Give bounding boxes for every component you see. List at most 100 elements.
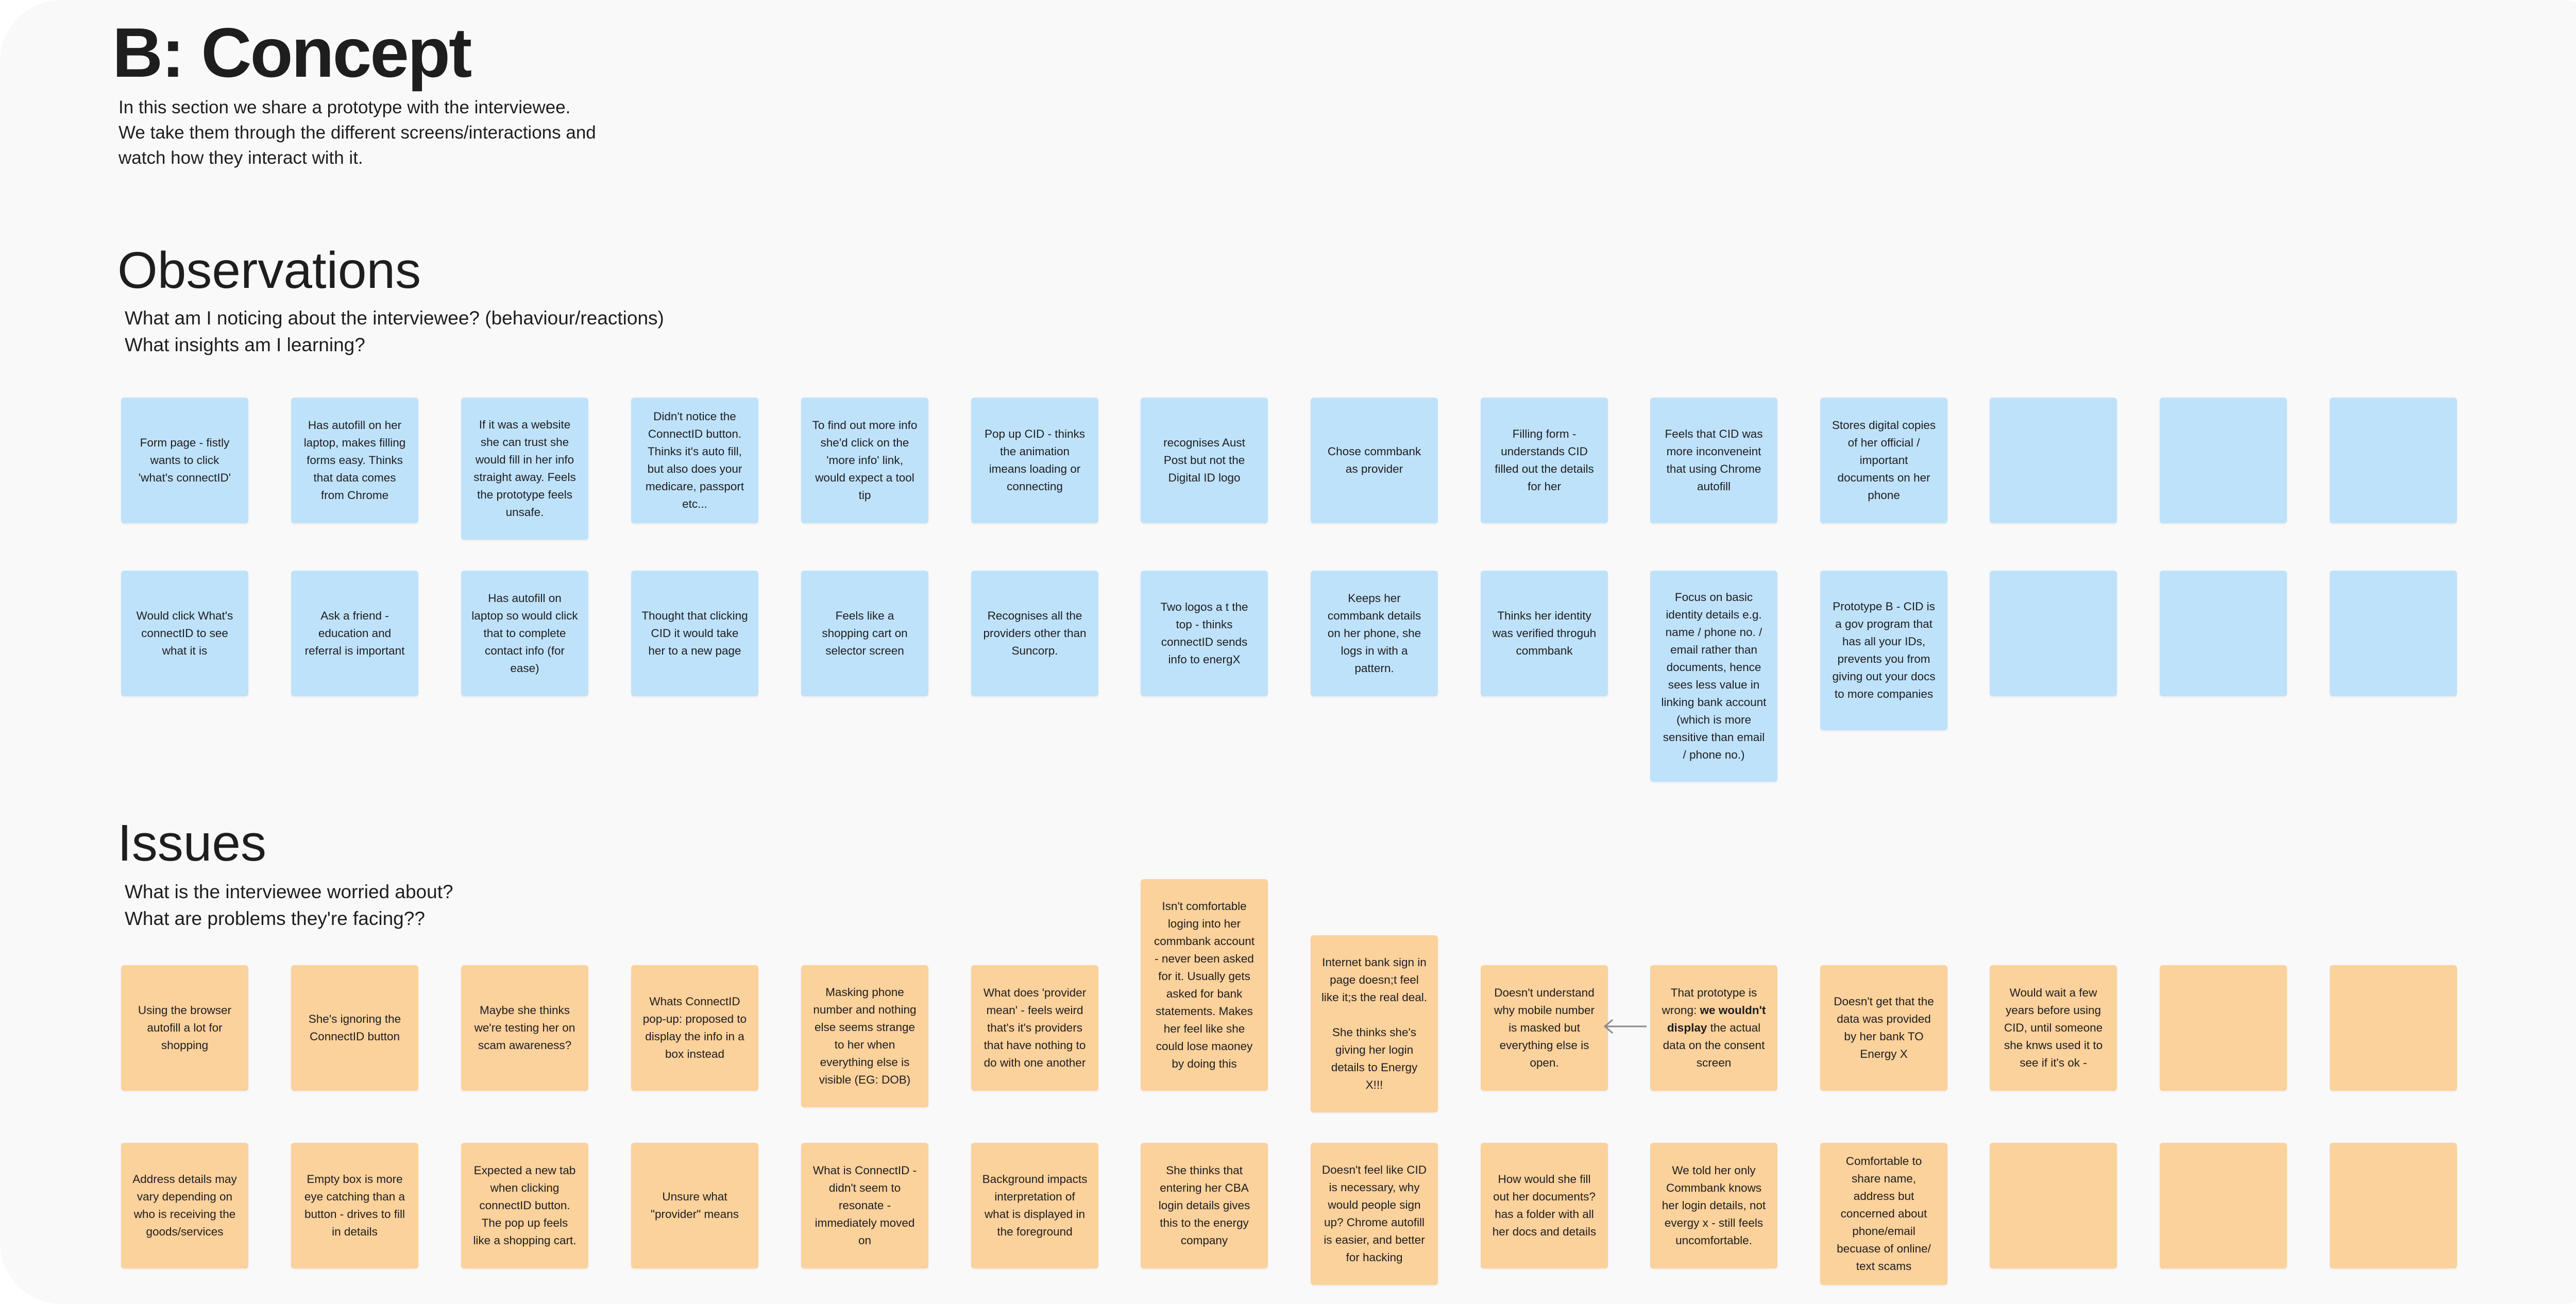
issue-sticky-note[interactable]: Whats ConnectID pop-up: proposed to disp… — [631, 965, 758, 1091]
sticky-note-text: Would wait a few years before using CID,… — [2004, 986, 2103, 1069]
issue-sticky-note[interactable]: Internet bank sign in page doesn;t feel … — [1311, 935, 1438, 1112]
sticky-note-text: Feels that CID was more inconveneint tha… — [1665, 427, 1763, 493]
sticky-note-text: Chose commbank as provider — [1327, 445, 1421, 475]
intro-line: In this section we share a prototype wit… — [118, 97, 571, 117]
sticky-note-text: Feels like a shopping cart on selector s… — [822, 609, 908, 657]
sticky-note-text: That prototype is wrong: we wouldn't dis… — [1662, 986, 1766, 1069]
observations-prompt: What am I noticing about the interviewee… — [125, 307, 664, 329]
observation-sticky-note[interactable]: Thought that clicking CID it would take … — [631, 571, 758, 696]
page-title: B: Concept — [112, 13, 472, 92]
sticky-note-text: We told her only Commbank knows her logi… — [1662, 1164, 1766, 1247]
sticky-note-text: Whats ConnectID pop-up: proposed to disp… — [642, 995, 747, 1060]
intro-line: watch how they interact with it. — [118, 148, 363, 168]
issue-sticky-note[interactable]: Expected a new tab when clicking connect… — [461, 1143, 588, 1268]
sticky-note-text: Masking phone number and nothing else se… — [813, 986, 917, 1086]
issue-sticky-note[interactable]: Masking phone number and nothing else se… — [801, 965, 928, 1107]
observation-sticky-note[interactable] — [2330, 571, 2457, 696]
issue-sticky-note[interactable]: Empty box is more eye catching than a bu… — [291, 1143, 418, 1268]
issue-sticky-note[interactable]: Would wait a few years before using CID,… — [1990, 965, 2117, 1091]
observations-prompts: What am I noticing about the interviewee… — [125, 305, 664, 358]
observation-sticky-note[interactable]: Prototype B - CID is a gov program that … — [1820, 571, 1947, 730]
observation-sticky-note[interactable] — [2160, 398, 2287, 523]
issue-sticky-note[interactable] — [1990, 1143, 2117, 1268]
sticky-note-text: Background impacts interpretation of wha… — [982, 1173, 1088, 1238]
intro-text: In this section we share a prototype wit… — [118, 95, 596, 170]
issue-sticky-note[interactable]: Unsure what "provider" means — [631, 1143, 758, 1268]
sticky-note-text: Address details may vary depending on wh… — [132, 1173, 237, 1238]
sticky-note-text: Filling form - understands CID filled ou… — [1495, 427, 1594, 493]
issue-sticky-note[interactable]: Address details may vary depending on wh… — [121, 1143, 248, 1268]
issue-sticky-note[interactable]: What does 'provider mean' - feels weird … — [971, 965, 1098, 1091]
observation-sticky-note[interactable]: Has autofill on laptop so would click th… — [461, 571, 588, 696]
issue-sticky-note[interactable]: Background impacts interpretation of wha… — [971, 1143, 1098, 1268]
observation-sticky-note[interactable]: To find out more info she'd click on the… — [801, 398, 928, 523]
observation-sticky-note[interactable]: recognises Aust Post but not the Digital… — [1141, 398, 1268, 523]
observation-sticky-note[interactable]: Recognises all the providers other than … — [971, 571, 1098, 696]
issue-sticky-note[interactable]: Comfortable to share name, address but c… — [1820, 1143, 1947, 1285]
issue-sticky-note[interactable]: Using the browser autofill a lot for sho… — [121, 965, 248, 1091]
sticky-note-text: Has autofill on her laptop, makes fillin… — [303, 419, 406, 502]
issue-sticky-note[interactable]: Isn't comfortable loging into her commba… — [1141, 879, 1268, 1091]
sticky-note-text: Has autofill on laptop so would click th… — [471, 592, 578, 675]
sticky-note-text: What does 'provider mean' - feels weird … — [983, 986, 1087, 1069]
observation-sticky-note[interactable]: Has autofill on her laptop, makes fillin… — [291, 398, 418, 523]
issue-sticky-note[interactable]: What is ConnectID - didn't seem to reson… — [801, 1143, 928, 1268]
sticky-note-text: recognises Aust Post but not the Digital… — [1163, 436, 1245, 484]
issue-sticky-note[interactable]: That prototype is wrong: we wouldn't dis… — [1650, 965, 1777, 1091]
observation-sticky-note[interactable] — [2330, 398, 2457, 523]
issue-sticky-note[interactable] — [2160, 1143, 2287, 1268]
observation-sticky-note[interactable]: Ask a friend - education and referral is… — [291, 571, 418, 696]
issue-sticky-note[interactable]: How would she fill out her documents? ha… — [1481, 1143, 1608, 1268]
observation-sticky-note[interactable]: Pop up CID - thinks the animation imeans… — [971, 398, 1098, 523]
issue-sticky-note[interactable]: She thinks that entering her CBA login d… — [1141, 1143, 1268, 1268]
issue-sticky-note[interactable] — [2160, 965, 2287, 1091]
observation-sticky-note[interactable]: Feels like a shopping cart on selector s… — [801, 571, 928, 696]
observation-sticky-note[interactable]: Would click What's connectID to see what… — [121, 571, 248, 696]
observation-sticky-note[interactable]: Form page - fistly wants to click 'what'… — [121, 398, 248, 523]
sticky-note-text: Maybe she thinks we're testing her on sc… — [474, 1004, 575, 1052]
issue-sticky-note[interactable]: She's ignoring the ConnectID button — [291, 965, 418, 1091]
sticky-note-text: Pop up CID - thinks the animation imeans… — [984, 427, 1086, 493]
sticky-note-text: What is ConnectID - didn't seem to reson… — [812, 1164, 917, 1247]
sticky-note-text: Ask a friend - education and referral is… — [304, 609, 405, 657]
sticky-note-text: Doesn't understand why mobile number is … — [1494, 986, 1595, 1069]
observation-sticky-note[interactable]: Feels that CID was more inconveneint tha… — [1650, 398, 1777, 523]
sticky-note-text: Two logos a t the top - thinks connectID… — [1160, 600, 1248, 666]
issues-prompts: What is the interviewee worried about? W… — [125, 879, 453, 932]
sticky-note-text: Would click What's connectID to see what… — [136, 609, 233, 657]
issue-sticky-note[interactable]: We told her only Commbank knows her logi… — [1650, 1143, 1777, 1268]
observation-sticky-note[interactable]: Keeps her commbank details on her phone,… — [1311, 571, 1438, 696]
issue-sticky-note[interactable]: Maybe she thinks we're testing her on sc… — [461, 965, 588, 1091]
sticky-note-text: Form page - fistly wants to click 'what'… — [138, 436, 231, 484]
observation-sticky-note[interactable] — [1990, 398, 2117, 523]
sticky-note-text: Doesn't get that the data was provided b… — [1834, 995, 1934, 1060]
issue-sticky-note[interactable]: Doesn't feel like CID is necessary, why … — [1311, 1143, 1438, 1285]
sticky-note-text: Using the browser autofill a lot for sho… — [138, 1004, 232, 1052]
sticky-note-text: Focus on basic identity details e.g. nam… — [1661, 591, 1767, 761]
sticky-note-text: Expected a new tab when clicking connect… — [473, 1164, 577, 1247]
issue-sticky-note[interactable] — [2330, 1143, 2457, 1268]
observation-sticky-note[interactable]: Filling form - understands CID filled ou… — [1481, 398, 1608, 523]
observation-sticky-note[interactable]: Stores digital copies of her official / … — [1820, 398, 1947, 523]
sticky-note-text: Recognises all the providers other than … — [983, 609, 1087, 657]
sticky-note-text: How would she fill out her documents? ha… — [1492, 1173, 1597, 1238]
observation-sticky-note[interactable]: Two logos a t the top - thinks connectID… — [1141, 571, 1268, 696]
issues-heading: Issues — [117, 814, 267, 872]
observation-sticky-note[interactable] — [2160, 571, 2287, 696]
observation-sticky-note[interactable]: Focus on basic identity details e.g. nam… — [1650, 571, 1777, 782]
observation-sticky-note[interactable]: Didn't notice the ConnectID button. Thin… — [631, 398, 758, 523]
observations-prompt: What insights am I learning? — [125, 334, 365, 355]
observation-sticky-note[interactable]: Chose commbank as provider — [1311, 398, 1438, 523]
issue-sticky-note[interactable]: Doesn't understand why mobile number is … — [1481, 965, 1608, 1091]
observation-sticky-note[interactable]: If it was a website she can trust she wo… — [461, 398, 588, 540]
issue-sticky-note[interactable] — [2330, 965, 2457, 1091]
issue-sticky-note[interactable]: Doesn't get that the data was provided b… — [1820, 965, 1947, 1091]
issues-prompt: What are problems they're facing?? — [125, 908, 425, 929]
observation-sticky-note[interactable]: Thinks her identity was verified throguh… — [1481, 571, 1608, 696]
observation-sticky-note[interactable] — [1990, 571, 2117, 696]
issues-prompt: What is the interviewee worried about? — [125, 881, 453, 902]
sticky-note-text: Internet bank sign in page doesn;t feel … — [1321, 956, 1428, 1091]
sticky-note-text: Stores digital copies of her official / … — [1832, 419, 1936, 502]
sticky-note-text: Empty box is more eye catching than a bu… — [304, 1173, 405, 1238]
